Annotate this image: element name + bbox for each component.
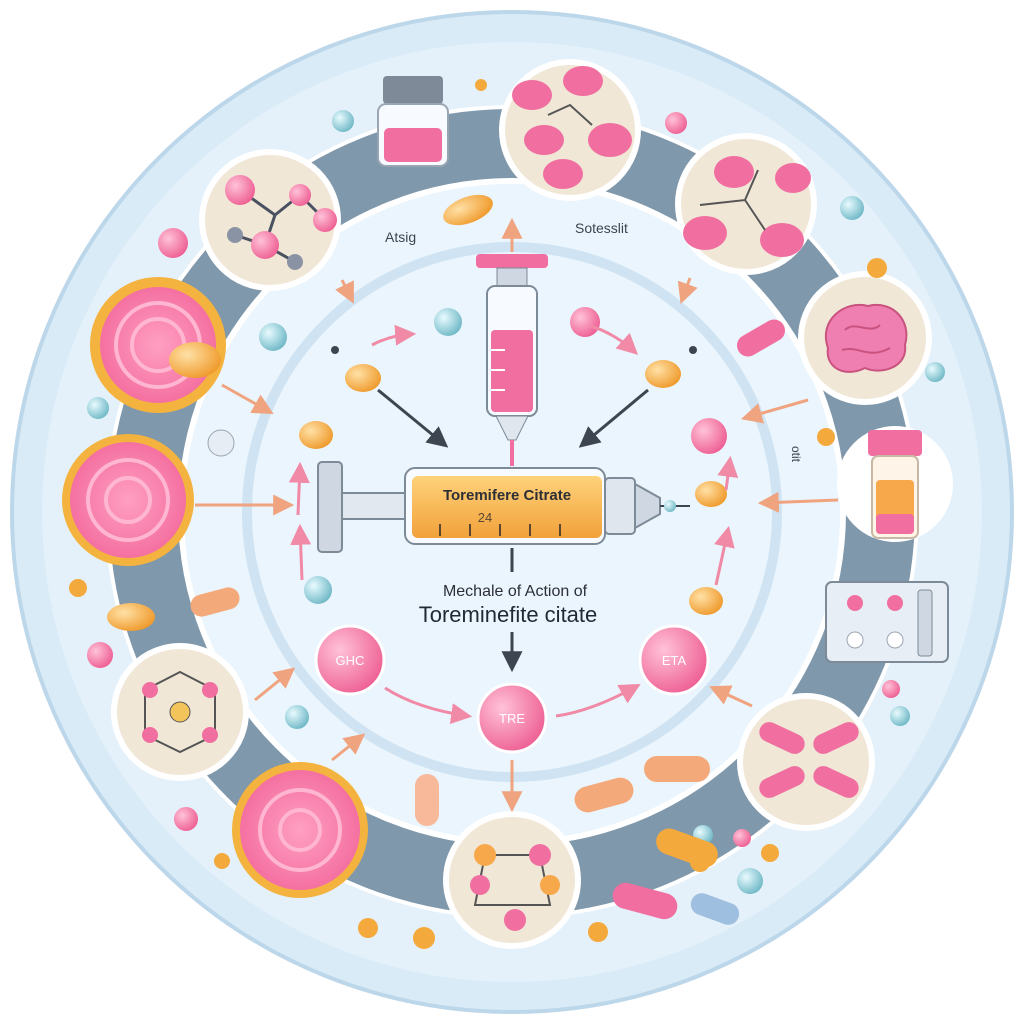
receptor-circle-bottom-left [232, 762, 368, 898]
capsule-circle-right-lower [737, 693, 875, 831]
node-tre: TRE [476, 682, 548, 754]
node-eta-label: ETA [662, 653, 687, 668]
blister-pack-right [825, 581, 949, 663]
syringe-sublabel: 24 [478, 510, 492, 525]
pill-cluster-circle-top [499, 59, 641, 201]
ring-label-side: otit [789, 446, 803, 463]
vial-top [377, 76, 449, 167]
node-eta: ETA [638, 624, 710, 696]
syringe-horizontal: Toremifere Citrate 24 [317, 461, 690, 553]
receptor-circle-left-upper [90, 277, 226, 413]
inner-nodes [299, 307, 727, 615]
arrows-dark [377, 388, 649, 673]
node-ghc-label: GHC [336, 653, 365, 668]
diagram-title-line2: Toreminefite citate [419, 602, 598, 627]
molecule-circle-top-left [199, 149, 341, 291]
jar-circle-right-mid [837, 426, 953, 542]
cell-cluster-circle-top-right [675, 133, 817, 275]
diagram-title-line1: Mechale of Action of [443, 583, 588, 600]
syringe-vertical [476, 254, 548, 466]
node-ghc: GHC [314, 624, 386, 696]
ring-label-left: Atsig [385, 229, 416, 245]
arrows-pink [288, 324, 739, 725]
cell-cluster-circle-bottom [443, 811, 581, 949]
ring-label-right: Sotesslit [575, 220, 628, 236]
syringe-label: Toremifere Citrate [443, 487, 571, 504]
receptor-circle-left-mid [62, 434, 194, 566]
node-tre-label: TRE [499, 711, 525, 726]
scattered-particles [69, 79, 945, 949]
arrows-orange [195, 217, 839, 813]
cell-diagram-circle-left-lower [111, 643, 249, 781]
brain-circle-right-upper [798, 271, 932, 405]
